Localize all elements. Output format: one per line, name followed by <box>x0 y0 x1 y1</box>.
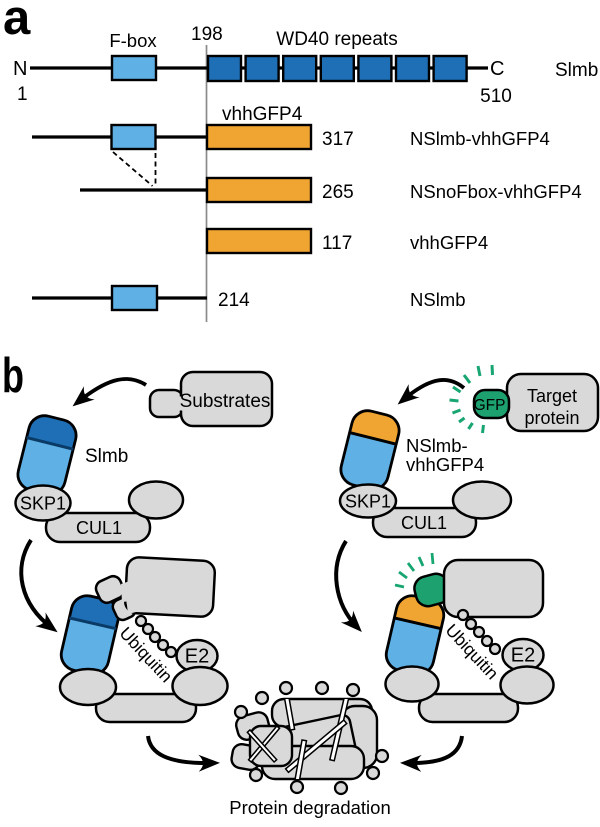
svg-text:NSlmb-vhhGFP4: NSlmb-vhhGFP4 <box>410 128 550 149</box>
svg-text:198: 198 <box>191 24 223 45</box>
svg-text:N: N <box>13 58 27 80</box>
svg-text:Protein degradation: Protein degradation <box>229 797 390 818</box>
svg-text:b: b <box>2 349 24 403</box>
svg-text:117: 117 <box>322 233 352 254</box>
svg-text:Target: Target <box>527 386 577 406</box>
svg-text:265: 265 <box>322 182 354 203</box>
svg-text:Slmb: Slmb <box>555 60 598 81</box>
svg-text:Slmb: Slmb <box>85 446 128 467</box>
svg-text:Substrates: Substrates <box>180 391 271 412</box>
svg-text:E2: E2 <box>511 645 535 667</box>
svg-text:NSlmb-: NSlmb- <box>406 435 468 456</box>
svg-text:NSnoFbox-vhhGFP4: NSnoFbox-vhhGFP4 <box>410 181 582 202</box>
svg-text:WD40 repeats: WD40 repeats <box>276 29 397 50</box>
svg-text:SKP1: SKP1 <box>345 492 391 512</box>
svg-text:E2: E2 <box>185 646 209 668</box>
svg-text:SKP1: SKP1 <box>20 494 66 514</box>
svg-text:F-box: F-box <box>109 30 157 51</box>
svg-text:vhhGFP4: vhhGFP4 <box>222 104 303 125</box>
svg-text:1: 1 <box>17 84 28 105</box>
svg-text:NSlmb: NSlmb <box>410 289 466 310</box>
svg-text:protein: protein <box>524 408 579 428</box>
svg-text:317: 317 <box>322 129 354 150</box>
svg-text:vhhGFP4: vhhGFP4 <box>406 454 484 475</box>
svg-text:CUL1: CUL1 <box>401 513 447 533</box>
svg-text:510: 510 <box>480 86 512 107</box>
svg-text:a: a <box>3 0 31 45</box>
svg-text:GFP: GFP <box>474 397 506 414</box>
svg-text:vhhGFP4: vhhGFP4 <box>410 232 488 253</box>
svg-text:214: 214 <box>218 290 250 311</box>
svg-text:CUL1: CUL1 <box>76 518 122 538</box>
svg-text:C: C <box>490 58 504 80</box>
